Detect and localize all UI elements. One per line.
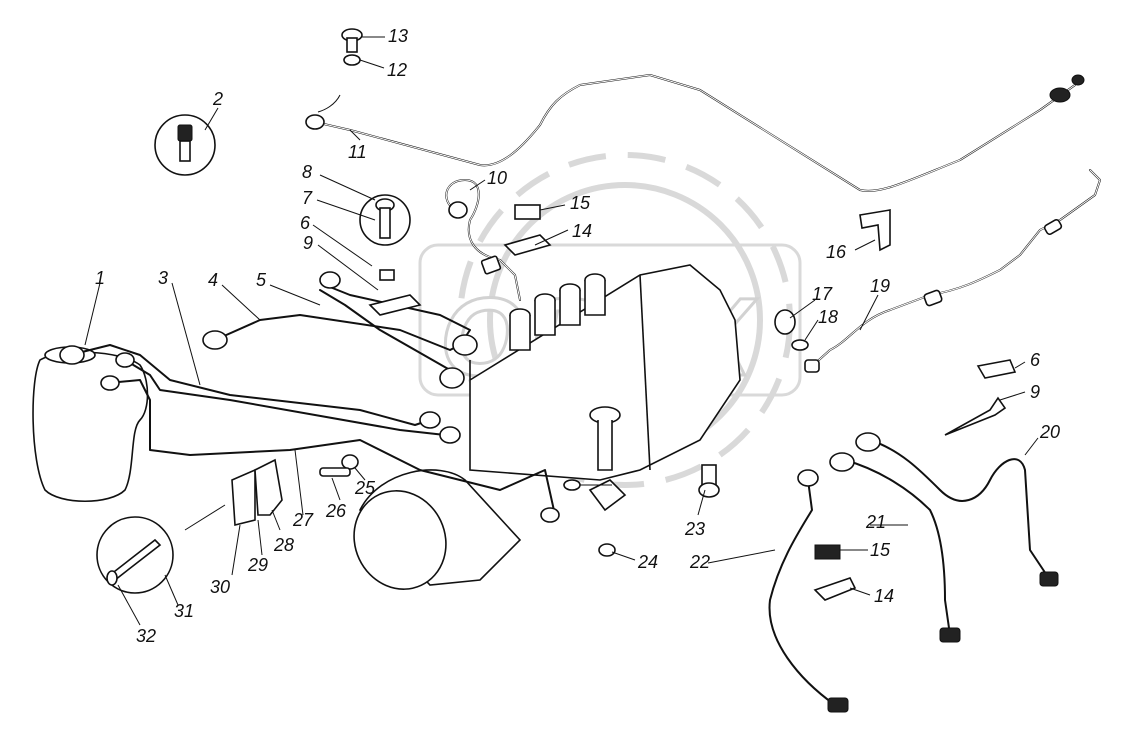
callout-15-top: 15	[570, 193, 591, 213]
callout-25: 25	[354, 478, 376, 498]
callout-30: 30	[210, 577, 230, 597]
left-filter-housing	[32, 346, 149, 503]
callout-3: 3	[158, 268, 168, 288]
callout-2: 2	[212, 89, 223, 109]
leader-lines	[84, 36, 1039, 626]
callout-6-left: 6	[300, 213, 311, 233]
callout-1: 1	[95, 268, 105, 288]
callout-9-right: 9	[1030, 382, 1040, 402]
callout-26: 26	[325, 501, 347, 521]
small-parts	[96, 28, 1017, 601]
callout-11: 11	[348, 142, 367, 162]
pipe-11	[305, 74, 1085, 192]
callout-16: 16	[826, 242, 847, 262]
fuel-pump-body	[469, 264, 741, 512]
callout-19: 19	[870, 276, 890, 296]
callout-labels: 1 2 3 4 5 6 7 8 9 10 11 12 13 14 15 16 1…	[95, 26, 1060, 646]
callout-22: 22	[689, 552, 710, 572]
callout-17: 17	[812, 284, 833, 304]
callout-5: 5	[256, 270, 267, 290]
callout-15-bottom: 15	[870, 540, 891, 560]
callout-23: 23	[684, 519, 705, 539]
callout-18: 18	[818, 307, 838, 327]
callout-10: 10	[487, 168, 507, 188]
callout-13: 13	[388, 26, 408, 46]
pipes-20-21-22	[768, 432, 1059, 713]
pipe-19	[804, 169, 1101, 373]
callout-6-right: 6	[1030, 350, 1041, 370]
injection-pipes-group	[59, 271, 560, 523]
callout-29: 29	[247, 555, 268, 575]
callout-4: 4	[208, 270, 218, 290]
callout-9-left: 9	[303, 233, 313, 253]
callout-14-top: 14	[572, 221, 592, 241]
callout-28: 28	[273, 535, 294, 555]
callout-8: 8	[302, 162, 312, 182]
callout-20: 20	[1039, 422, 1060, 442]
filter-cylinder	[353, 469, 522, 590]
callout-31: 31	[174, 601, 194, 621]
pipe-10	[445, 179, 521, 301]
callout-12: 12	[387, 60, 407, 80]
callout-32: 32	[136, 626, 156, 646]
callout-27: 27	[292, 510, 314, 530]
callout-24: 24	[637, 552, 658, 572]
callout-21: 21	[865, 512, 886, 532]
callout-7: 7	[302, 188, 313, 208]
callout-14-bottom: 14	[874, 586, 894, 606]
